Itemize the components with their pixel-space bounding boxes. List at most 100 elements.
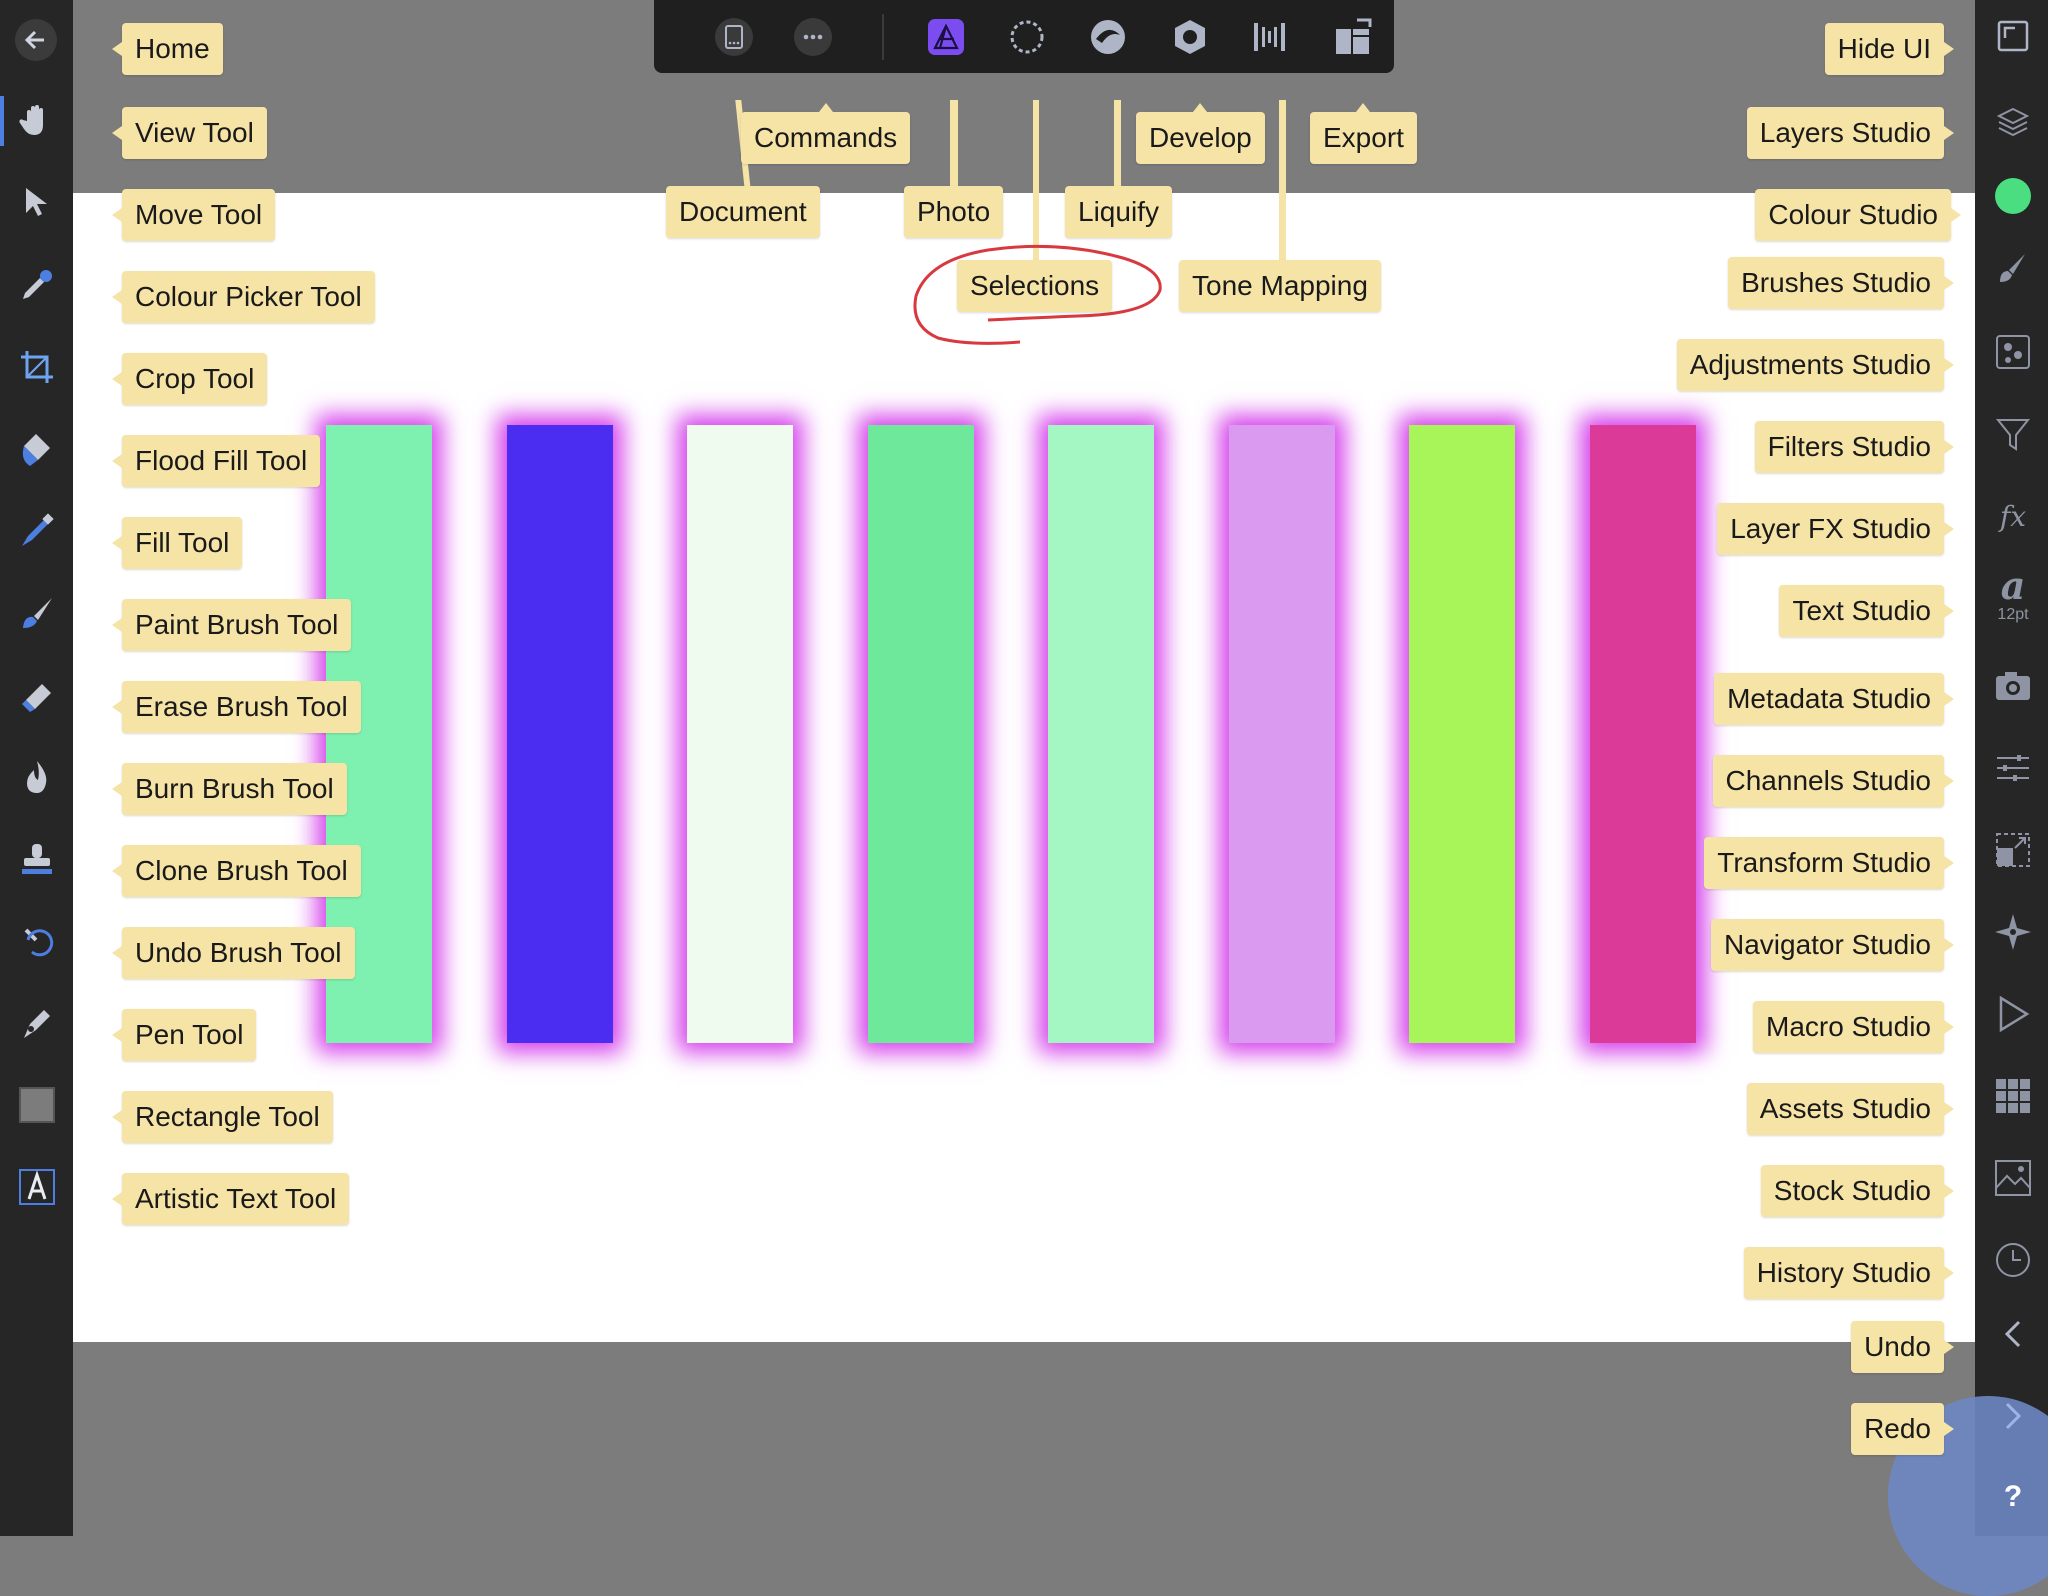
tooltip-paint-brush-tool: Paint Brush Tool: [111, 599, 352, 651]
canvas-bar: [1048, 425, 1154, 1043]
tooltip-crop-tool: Crop Tool: [111, 353, 268, 405]
channels-icon[interactable]: [1993, 748, 2033, 788]
canvas-bar: [507, 425, 613, 1043]
hide-ui-icon[interactable]: [1995, 18, 2031, 54]
hand-icon[interactable]: [18, 101, 56, 139]
annotation-circle: [913, 244, 1162, 345]
canvas-bar: [1229, 425, 1335, 1043]
export-persona-icon[interactable]: [1333, 17, 1373, 57]
back-arrow-icon[interactable]: [14, 18, 58, 62]
redo-chevron-icon[interactable]: [1995, 1398, 2031, 1434]
stock-image-icon[interactable]: [1993, 1158, 2033, 1198]
tooltip-stock-studio: Stock Studio: [1760, 1165, 1955, 1217]
text-studio-icon[interactable]: a 12pt: [1990, 566, 2036, 632]
document-icon[interactable]: [714, 17, 754, 57]
tooltip-brushes-studio: Brushes Studio: [1728, 257, 1954, 309]
artistic-text-icon[interactable]: [18, 1168, 56, 1206]
tooltip-undo: Undo: [1851, 1321, 1954, 1373]
tooltip-text-studio: Text Studio: [1779, 585, 1954, 637]
tooltip-macro-studio: Macro Studio: [1753, 1001, 1954, 1053]
tooltip-rectangle-tool: Rectangle Tool: [112, 1091, 333, 1143]
tooltip-liquify: Liquify: [1065, 186, 1172, 238]
brush-studio-icon[interactable]: [1995, 250, 2031, 286]
tone-mapping-persona-icon[interactable]: [1251, 17, 1291, 57]
tooltip-artistic-text-tool: Artistic Text Tool: [111, 1173, 350, 1225]
tooltip-erase-brush-tool: Erase Brush Tool: [112, 681, 361, 733]
active-tool-indicator: [0, 96, 4, 146]
tooltip-tone-mapping: Tone Mapping: [1179, 260, 1381, 312]
fill-icon[interactable]: [18, 512, 56, 550]
tooltip-metadata-studio: Metadata Studio: [1714, 673, 1954, 725]
text-glyph: a: [2000, 563, 2026, 608]
more-icon[interactable]: [793, 17, 833, 57]
develop-persona-icon[interactable]: [1170, 17, 1210, 57]
tooltip-hide-ui: Hide UI: [1824, 23, 1955, 75]
fx-icon[interactable]: fx: [1990, 496, 2036, 536]
tooltip-undo-brush-tool: Undo Brush Tool: [112, 927, 355, 979]
tooltip-photo: Photo: [904, 186, 1004, 238]
tooltip-burn-brush-tool: Burn Brush Tool: [112, 763, 347, 815]
filter-icon[interactable]: [1993, 414, 2033, 454]
transform-icon[interactable]: [1993, 830, 2033, 870]
selections-persona-icon[interactable]: [1007, 17, 1047, 57]
tooltip-move-tool: Move Tool: [111, 189, 276, 241]
canvas-bar: [687, 425, 793, 1043]
flood-fill-icon[interactable]: [18, 430, 56, 468]
help-label[interactable]: ?: [2003, 1480, 2023, 1513]
pointer-arrow-icon[interactable]: [20, 185, 54, 219]
selections-pointer: [1033, 100, 1039, 264]
liquify-persona-icon[interactable]: [1088, 17, 1128, 57]
tooltip-channels-studio: Channels Studio: [1712, 755, 1955, 807]
colour-picker-icon[interactable]: [18, 266, 56, 304]
tooltip-pen-tool: Pen Tool: [111, 1009, 257, 1061]
tooltip-document: Document: [666, 186, 820, 238]
tooltip-view-tool: View Tool: [112, 107, 267, 159]
fx-label: fx: [1999, 499, 2027, 533]
assets-grid-icon[interactable]: [1993, 1076, 2033, 1116]
navigator-icon[interactable]: [1993, 912, 2033, 952]
adjustments-icon[interactable]: [1993, 332, 2033, 372]
tooltip-colour-studio: Colour Studio: [1755, 189, 1961, 241]
liquify-pointer: [1114, 100, 1121, 190]
tooltip-history-studio: History Studio: [1743, 1247, 1955, 1299]
undo-chevron-icon[interactable]: [1995, 1316, 2031, 1352]
tooltip-flood-fill-tool: Flood Fill Tool: [111, 435, 321, 487]
top-toolbar: [654, 0, 1394, 73]
undo-brush-icon[interactable]: [18, 922, 56, 960]
tooltip-navigator-studio: Navigator Studio: [1710, 919, 1955, 971]
burn-brush-icon[interactable]: [18, 758, 56, 796]
canvas-bar: [1409, 425, 1515, 1043]
canvas-bar: [1590, 425, 1696, 1043]
macro-play-icon[interactable]: [1993, 994, 2033, 1034]
pen-icon[interactable]: [18, 1004, 56, 1042]
layers-icon[interactable]: [1993, 101, 2033, 141]
camera-icon[interactable]: [1993, 666, 2033, 706]
tooltip-layer-fx-studio: Layer FX Studio: [1717, 503, 1954, 555]
tooltip-assets-studio: Assets Studio: [1746, 1083, 1955, 1135]
crop-icon[interactable]: [18, 348, 56, 386]
tools-panel: [0, 0, 73, 1536]
paint-brush-icon[interactable]: [18, 594, 56, 632]
tooltip-layers-studio: Layers Studio: [1746, 107, 1955, 159]
history-clock-icon[interactable]: [1993, 1240, 2033, 1280]
clone-brush-icon[interactable]: [18, 840, 56, 878]
text-size-label: 12pt: [1997, 606, 2029, 623]
tooltip-selections: Selections: [957, 260, 1113, 312]
tooltip-fill-tool: Fill Tool: [111, 517, 243, 569]
tooltip-export: Export: [1310, 103, 1417, 164]
tooltip-commands: Commands: [741, 103, 911, 164]
tooltip-clone-brush-tool: Clone Brush Tool: [112, 845, 361, 897]
photo-persona-icon[interactable]: [926, 17, 966, 57]
tooltip-home: Home: [112, 23, 223, 75]
rectangle-icon[interactable]: [18, 1086, 56, 1124]
tooltip-filters-studio: Filters Studio: [1754, 421, 1955, 473]
erase-brush-icon[interactable]: [18, 676, 56, 714]
tooltip-transform-studio: Transform Studio: [1704, 837, 1954, 889]
canvas-bar: [868, 425, 974, 1043]
tone-mapping-pointer: [1279, 100, 1286, 264]
photo-pointer: [950, 100, 958, 190]
tooltip-colour-picker-tool: Colour Picker Tool: [112, 271, 375, 323]
current-colour-swatch[interactable]: [1995, 178, 2031, 214]
tooltip-redo: Redo: [1851, 1403, 1954, 1455]
tooltip-adjustments-studio: Adjustments Studio: [1676, 339, 1955, 391]
